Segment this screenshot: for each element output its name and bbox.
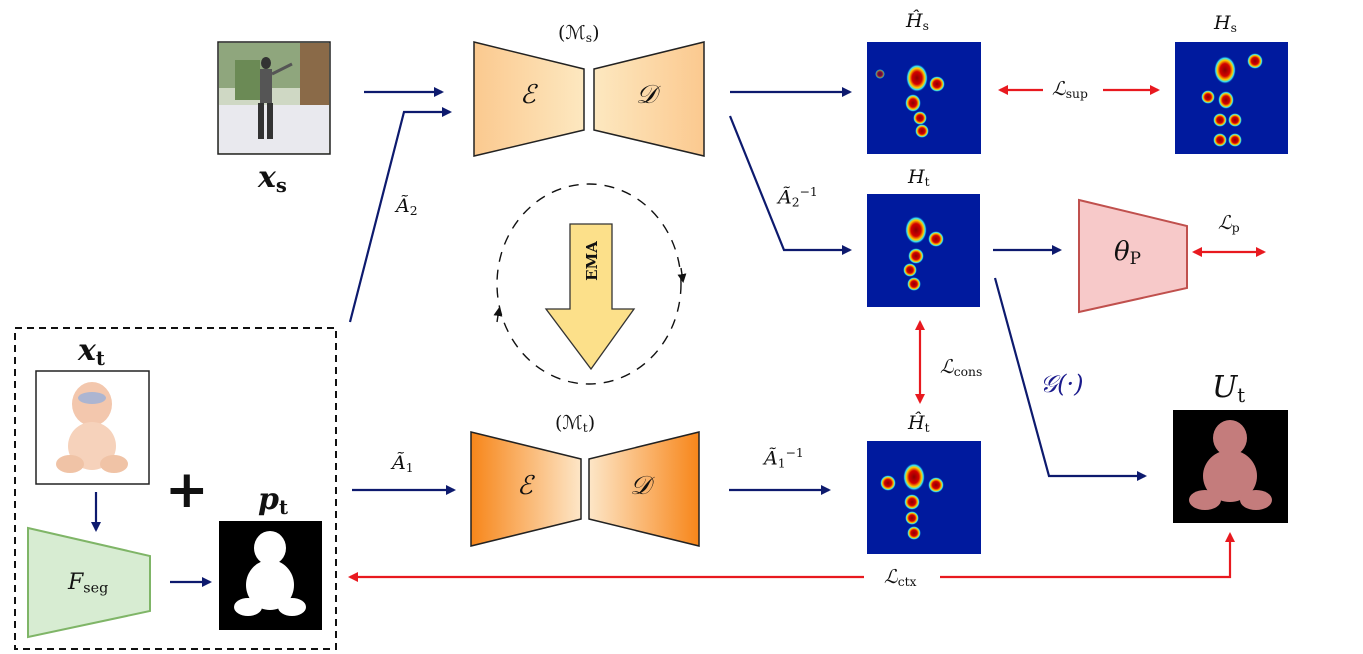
ema-update xyxy=(493,183,687,385)
teacher-model xyxy=(470,431,700,547)
heatmap-hhat-s xyxy=(867,42,981,154)
label-g-function: 𝒢(·) xyxy=(1040,370,1084,398)
label-loss-p: ℒp xyxy=(1218,212,1240,236)
target-image-x-t xyxy=(35,370,150,485)
label-a2: Ã2 xyxy=(396,195,418,219)
label-f-seg: Fseg xyxy=(68,570,109,597)
blue-arrows xyxy=(91,87,1147,587)
label-p-t: pt xyxy=(258,482,288,519)
plus-sign: + xyxy=(165,460,209,520)
label-x-s: xs xyxy=(258,160,287,197)
source-image-x-s xyxy=(217,41,331,155)
label-a2-inverse: Ã2−1 xyxy=(778,185,818,210)
label-x-t: xt xyxy=(78,333,105,370)
label-a1: Ã1 xyxy=(392,452,414,476)
heatmap-h-t xyxy=(867,194,980,307)
mask-p-t xyxy=(219,521,322,630)
student-decoder xyxy=(593,41,705,157)
ema-arrow-icon xyxy=(544,223,636,371)
label-loss-cons: ℒcons xyxy=(940,356,983,380)
target-branch-box xyxy=(14,327,337,650)
label-h-s: Hs xyxy=(1214,12,1237,36)
red-arrows xyxy=(348,85,1266,582)
segmentation-net-f-seg xyxy=(27,526,151,639)
label-encoder-student: ℰ xyxy=(520,80,536,110)
label-encoder-teacher: ℰ xyxy=(517,471,533,501)
label-decoder-teacher: 𝒟 xyxy=(630,471,651,501)
label-decoder-student: 𝒟 xyxy=(636,80,657,110)
label-hhat-t: Ĥt xyxy=(908,412,930,436)
label-loss-sup: ℒsup xyxy=(1052,78,1088,102)
label-model-teacher: (ℳt) xyxy=(555,412,596,436)
pose-prior-theta-p xyxy=(1078,198,1188,314)
student-encoder xyxy=(473,41,585,157)
label-a1-inverse: Ã1−1 xyxy=(764,446,804,471)
mask-u-t xyxy=(1173,410,1288,523)
heatmap-hhat-t xyxy=(867,441,981,554)
student-model xyxy=(473,41,705,157)
label-model-student: (ℳs) xyxy=(558,22,600,46)
label-hhat-s: Ĥs xyxy=(906,10,929,34)
label-u-t: Ut xyxy=(1212,370,1246,407)
label-theta-p: θP xyxy=(1114,237,1142,269)
heatmap-h-s xyxy=(1175,42,1288,154)
label-h-t: Ht xyxy=(908,166,930,190)
label-loss-ctx: ℒctx xyxy=(884,566,917,590)
label-ema: EMA xyxy=(583,241,601,281)
teacher-encoder xyxy=(470,431,582,547)
teacher-decoder xyxy=(588,431,700,547)
